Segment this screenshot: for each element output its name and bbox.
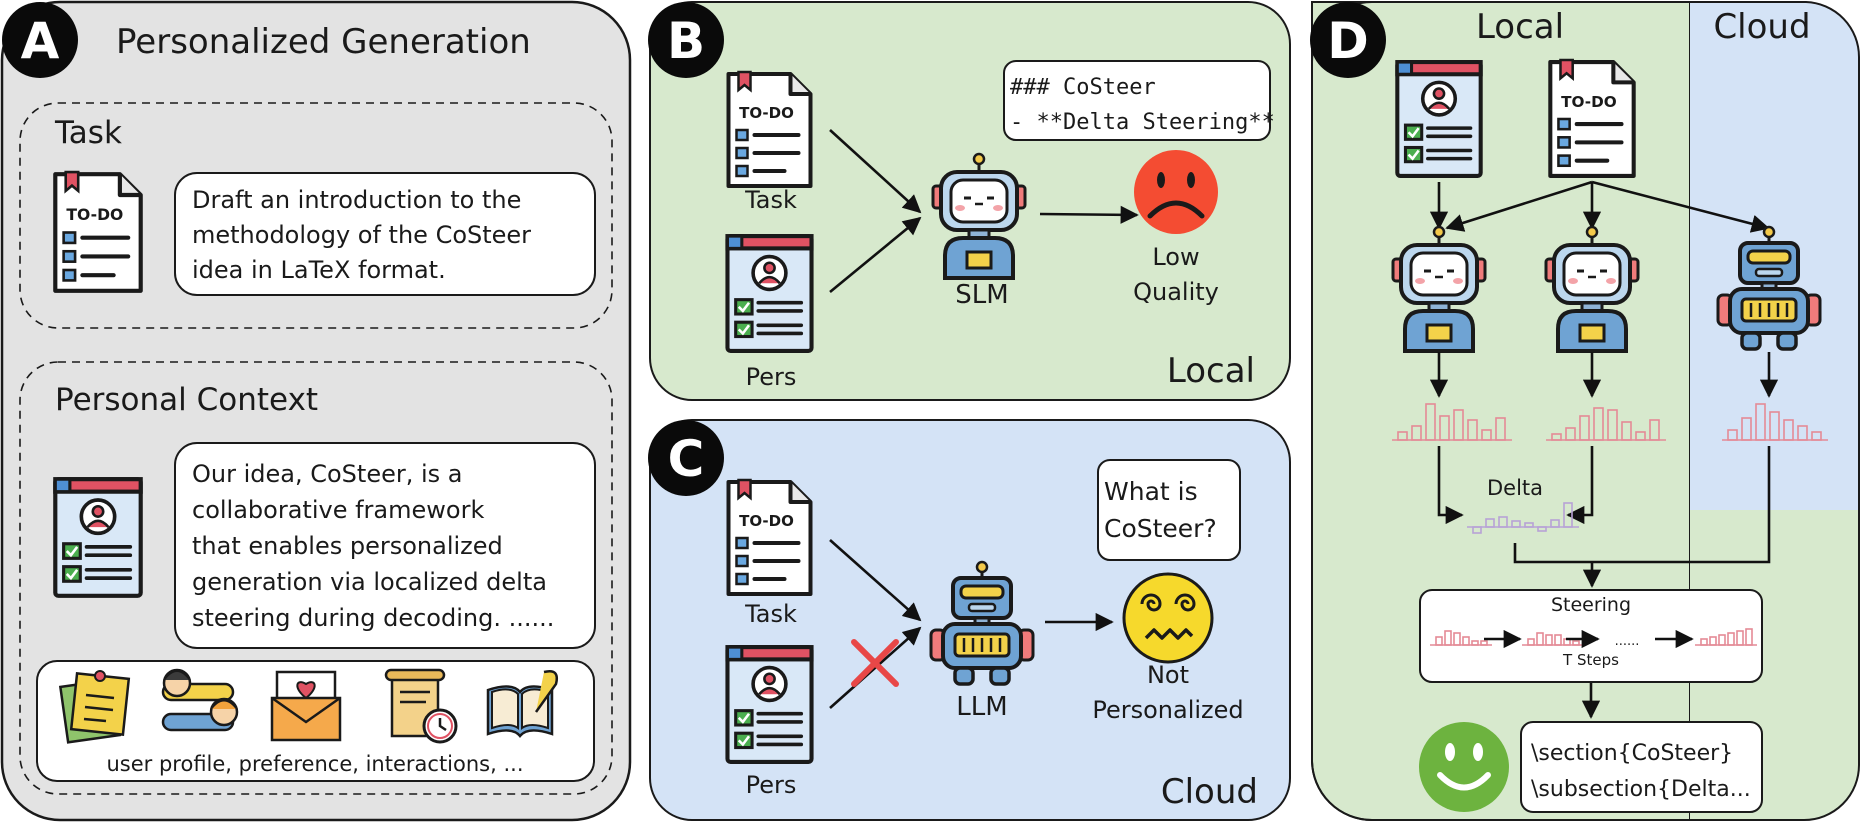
local-label: Local bbox=[1476, 7, 1564, 47]
llm-output-line-2: CoSteer? bbox=[1104, 514, 1217, 543]
final-output-box bbox=[1520, 721, 1763, 813]
token-distribution-cloud bbox=[1722, 403, 1828, 441]
task-text-line-2: methodology of the CoSteer bbox=[192, 221, 531, 249]
sad-face-icon bbox=[1134, 150, 1218, 234]
steering-label: Steering bbox=[1551, 594, 1631, 616]
scroll-clock-icon bbox=[384, 668, 458, 744]
todo-doc-icon bbox=[729, 72, 811, 186]
context-text-line-3: that enables personalized bbox=[192, 532, 503, 560]
sticky-notes-icon bbox=[58, 670, 131, 744]
todo-doc-icon bbox=[55, 172, 140, 291]
todo-doc-icon bbox=[729, 480, 811, 594]
arrow bbox=[1039, 205, 1139, 224]
slm-label: SLM bbox=[955, 280, 1008, 310]
arrow bbox=[829, 539, 922, 622]
steering-ellipsis: ...... bbox=[1615, 634, 1640, 649]
task-bubble bbox=[174, 172, 596, 296]
arrow bbox=[829, 129, 922, 214]
arrow bbox=[1437, 446, 1464, 525]
slm-output-line-1: ### CoSteer bbox=[1010, 75, 1156, 100]
panel-d-badge: D bbox=[1327, 12, 1369, 70]
arrow bbox=[1591, 180, 1770, 233]
panel-d: D Local Cloud Delta Steering bbox=[1310, 0, 1860, 821]
cloud-label: Cloud bbox=[1713, 7, 1810, 47]
steps-label: T Steps bbox=[1562, 651, 1619, 669]
profile-doc-icon bbox=[1397, 62, 1480, 176]
arrow bbox=[1445, 180, 1593, 232]
pers-label: Pers bbox=[746, 771, 797, 799]
arrow bbox=[829, 216, 922, 294]
pers-label: Pers bbox=[746, 363, 797, 391]
region-label-cloud: Cloud bbox=[1161, 772, 1258, 812]
delta-label: Delta bbox=[1487, 476, 1543, 500]
panel-c-badge: C bbox=[668, 430, 705, 488]
profile-doc-icon bbox=[727, 236, 811, 351]
profile-doc-icon bbox=[55, 479, 140, 596]
result-label-line-2: Personalized bbox=[1092, 696, 1243, 724]
envelope-heart-icon bbox=[270, 670, 342, 742]
task-text-line-1: Draft an introduction to the bbox=[192, 186, 521, 214]
final-output-line-1: \section{CoSteer} bbox=[1531, 741, 1733, 766]
happy-face-icon bbox=[1419, 722, 1509, 812]
task-heading: Task bbox=[54, 115, 122, 151]
panel-a-badge: A bbox=[21, 12, 60, 70]
confused-face-icon bbox=[1122, 572, 1214, 664]
slm-output-box bbox=[1003, 60, 1271, 141]
panel-b: B Task Pers SLM ### CoSteer - **Delta St… bbox=[648, 1, 1291, 401]
slm-output-line-2: - **Delta Steering** bbox=[1010, 110, 1275, 135]
steering-distribution-mid bbox=[1522, 632, 1584, 646]
result-label-line-2: Quality bbox=[1133, 278, 1219, 306]
region-label-local: Local bbox=[1167, 351, 1255, 391]
context-bubble bbox=[174, 442, 596, 649]
panel-c: C Task Pers LLM What is CoSteer? Not Per… bbox=[648, 419, 1291, 821]
context-heading: Personal Context bbox=[55, 382, 318, 418]
book-quill-icon bbox=[486, 670, 558, 738]
task-box bbox=[19, 102, 613, 329]
task-label: Task bbox=[744, 186, 797, 214]
delta-distribution bbox=[1467, 502, 1579, 534]
todo-doc-icon bbox=[1550, 60, 1633, 176]
context-box bbox=[19, 361, 613, 795]
profile-doc-icon bbox=[727, 647, 811, 762]
arrow bbox=[829, 626, 922, 709]
llm-output-line-1: What is bbox=[1104, 477, 1198, 506]
context-text-line-2: collaborative framework bbox=[192, 496, 484, 524]
result-label-line-1: Low bbox=[1152, 243, 1199, 271]
conversation-icon bbox=[161, 668, 239, 732]
result-label-line-1: Not bbox=[1147, 661, 1189, 689]
cross-icon bbox=[851, 639, 899, 687]
panel-b-badge: B bbox=[667, 12, 705, 70]
llm-label: LLM bbox=[956, 692, 1007, 722]
context-text-line-1: Our idea, CoSteer, is a bbox=[192, 460, 462, 488]
final-output-line-2: \subsection{Delta... bbox=[1531, 777, 1751, 802]
context-sources-text: user profile, preference, interactions, … bbox=[106, 752, 523, 776]
token-distribution-local-1 bbox=[1392, 403, 1512, 441]
task-label: Task bbox=[744, 600, 797, 628]
arrow bbox=[1566, 446, 1594, 525]
steering-distribution-start bbox=[1430, 630, 1492, 646]
panel-a-title: Personalized Generation bbox=[116, 22, 531, 62]
connector-line bbox=[1513, 446, 1771, 564]
steering-distribution-end bbox=[1695, 628, 1757, 646]
task-text-line-3: idea in LaTeX format. bbox=[192, 256, 446, 284]
context-text-line-5: steering during decoding. ...... bbox=[192, 604, 554, 632]
context-text-line-4: generation via localized delta bbox=[192, 568, 547, 596]
panel-a: A Personalized Generation Task Draft an … bbox=[0, 0, 632, 822]
token-distribution-local-2 bbox=[1546, 407, 1666, 441]
llm-output-box bbox=[1097, 459, 1241, 561]
